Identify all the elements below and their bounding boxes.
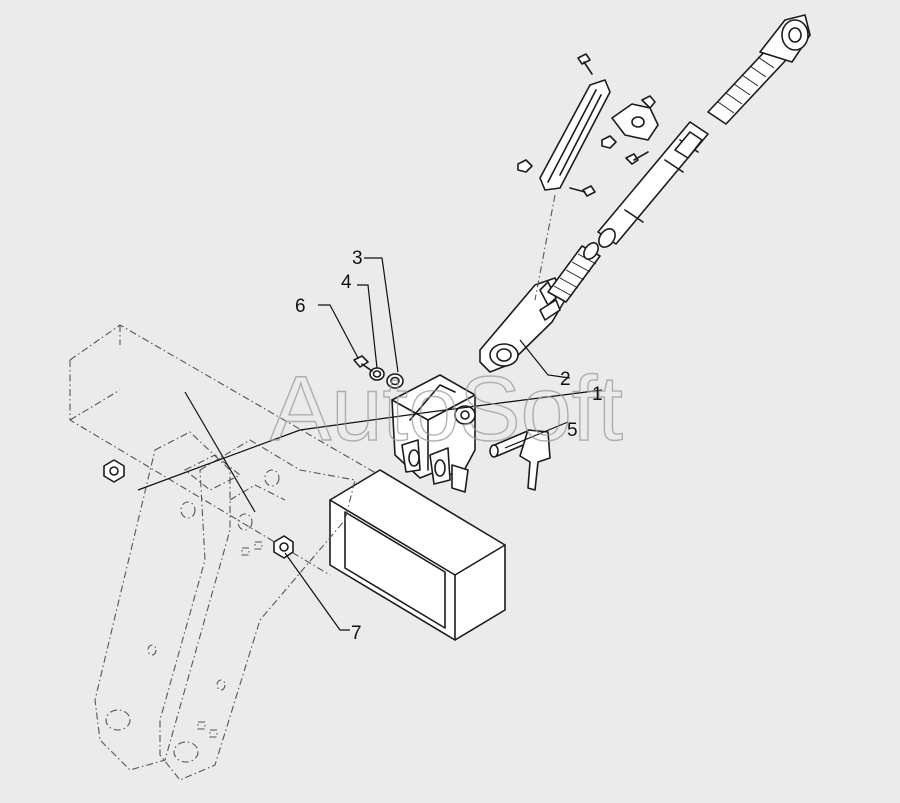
assembly-axis (534, 194, 556, 301)
turnbuckle-tube (597, 121, 709, 248)
callout-6: 6 (295, 296, 306, 317)
washer-3 (386, 373, 404, 389)
callout-5: 5 (567, 420, 578, 441)
beam-end (329, 469, 506, 641)
hex-nut-left (103, 459, 125, 483)
leader-lines (137, 257, 603, 631)
callout-1: 1 (592, 384, 603, 405)
top-link-arm-2 (479, 277, 566, 373)
top-link-bracket (391, 374, 476, 493)
bolt-6 (353, 355, 373, 372)
watermark-text: AutoSoft (270, 358, 623, 460)
pin-5 (489, 429, 551, 491)
callout-2: 2 (560, 369, 571, 390)
callout-7: 7 (351, 623, 362, 644)
mounting-bracket (94, 431, 356, 781)
threaded-end-upper (707, 14, 811, 125)
threaded-end-lower (547, 242, 601, 303)
holder-bracket (517, 53, 659, 197)
callout-3: 3 (352, 248, 363, 269)
callout-4: 4 (341, 272, 352, 293)
hex-nut-7 (273, 535, 294, 559)
